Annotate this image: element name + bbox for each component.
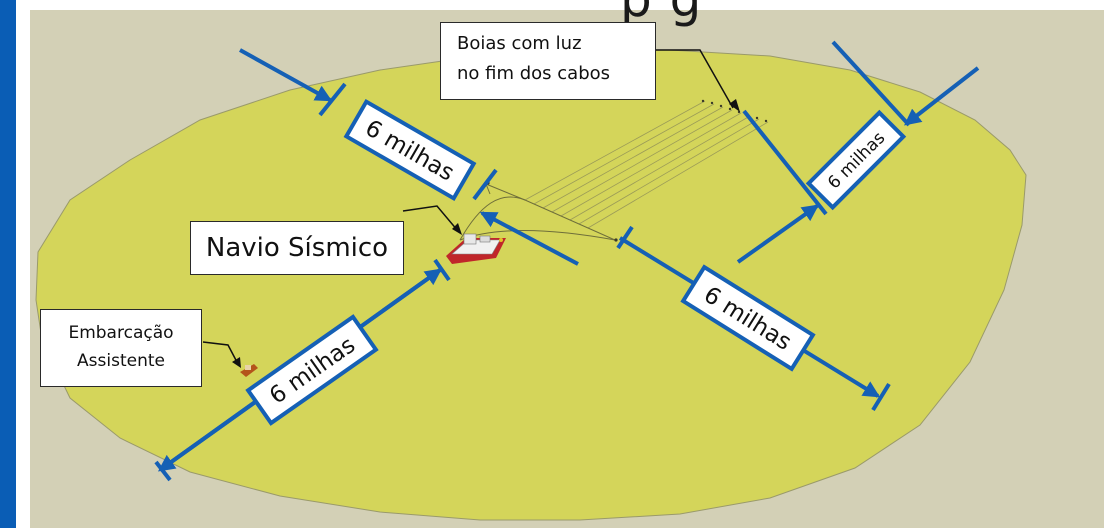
buoys-label: Boias com luz no fim dos cabos [440,22,656,100]
support-vessel-label-line1: Embarcação [68,323,174,343]
ship-label: Navio Sísmico [190,221,404,275]
buoys-label-line1: Boias com luz [457,33,582,54]
seismic-streamers [524,100,769,229]
support-vessel-label: Embarcação Assistente [40,309,202,387]
left-accent-bar [0,0,16,528]
support-vessel-label-line2: Assistente [77,351,165,371]
label-pointer-heads [232,99,740,368]
seismic-ship-icon [446,233,506,264]
label-pointers [202,49,734,365]
buoys-label-line2: no fim dos cabos [457,63,611,84]
ship-label-text: Navio Sísmico [205,233,389,263]
support-vessel-icon [240,364,258,377]
